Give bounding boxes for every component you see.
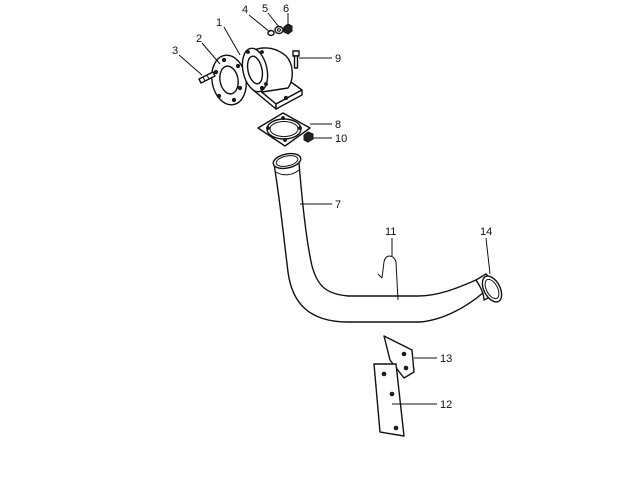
callout-10: 10 — [335, 133, 347, 145]
callout-12: 12 — [440, 399, 452, 411]
elbow-housing-part-1 — [241, 47, 303, 110]
washer-part-5 — [274, 25, 284, 35]
u-bolt-part-11 — [377, 255, 399, 301]
support-strap-part-12 — [373, 363, 405, 437]
square-gasket-part-8 — [257, 112, 311, 147]
callout-1: 1 — [216, 17, 222, 29]
bolt-part-9 — [292, 50, 300, 69]
leader-1 — [223, 26, 241, 56]
callout-3: 3 — [172, 45, 178, 57]
callout-13: 13 — [440, 353, 452, 365]
callout-4: 4 — [242, 4, 248, 16]
exhaust-pipe-part-7 — [272, 152, 485, 323]
callout-labels: 1 2 3 4 5 6 7 8 9 10 11 12 13 14 — [172, 3, 492, 411]
leader-14 — [485, 237, 491, 275]
callout-leaders — [178, 12, 491, 405]
leader-3 — [178, 54, 203, 76]
end-flange-part-14 — [475, 273, 503, 303]
callout-9: 9 — [335, 53, 341, 65]
nut-part-6 — [283, 23, 293, 35]
callout-11: 11 — [385, 226, 396, 238]
bracket-clamp-part-13 — [383, 335, 415, 379]
flange-gasket-part-2 — [211, 54, 247, 106]
callout-7: 7 — [335, 199, 341, 211]
callout-14: 14 — [480, 226, 492, 238]
stud-part-3 — [198, 71, 216, 84]
leader-2 — [201, 42, 221, 65]
callout-6: 6 — [283, 3, 289, 15]
leader-4 — [248, 14, 271, 33]
callout-5: 5 — [262, 3, 268, 15]
nut-part-10 — [303, 131, 314, 143]
callout-2: 2 — [196, 33, 202, 45]
leader-5 — [267, 12, 280, 28]
callout-8: 8 — [335, 119, 341, 131]
